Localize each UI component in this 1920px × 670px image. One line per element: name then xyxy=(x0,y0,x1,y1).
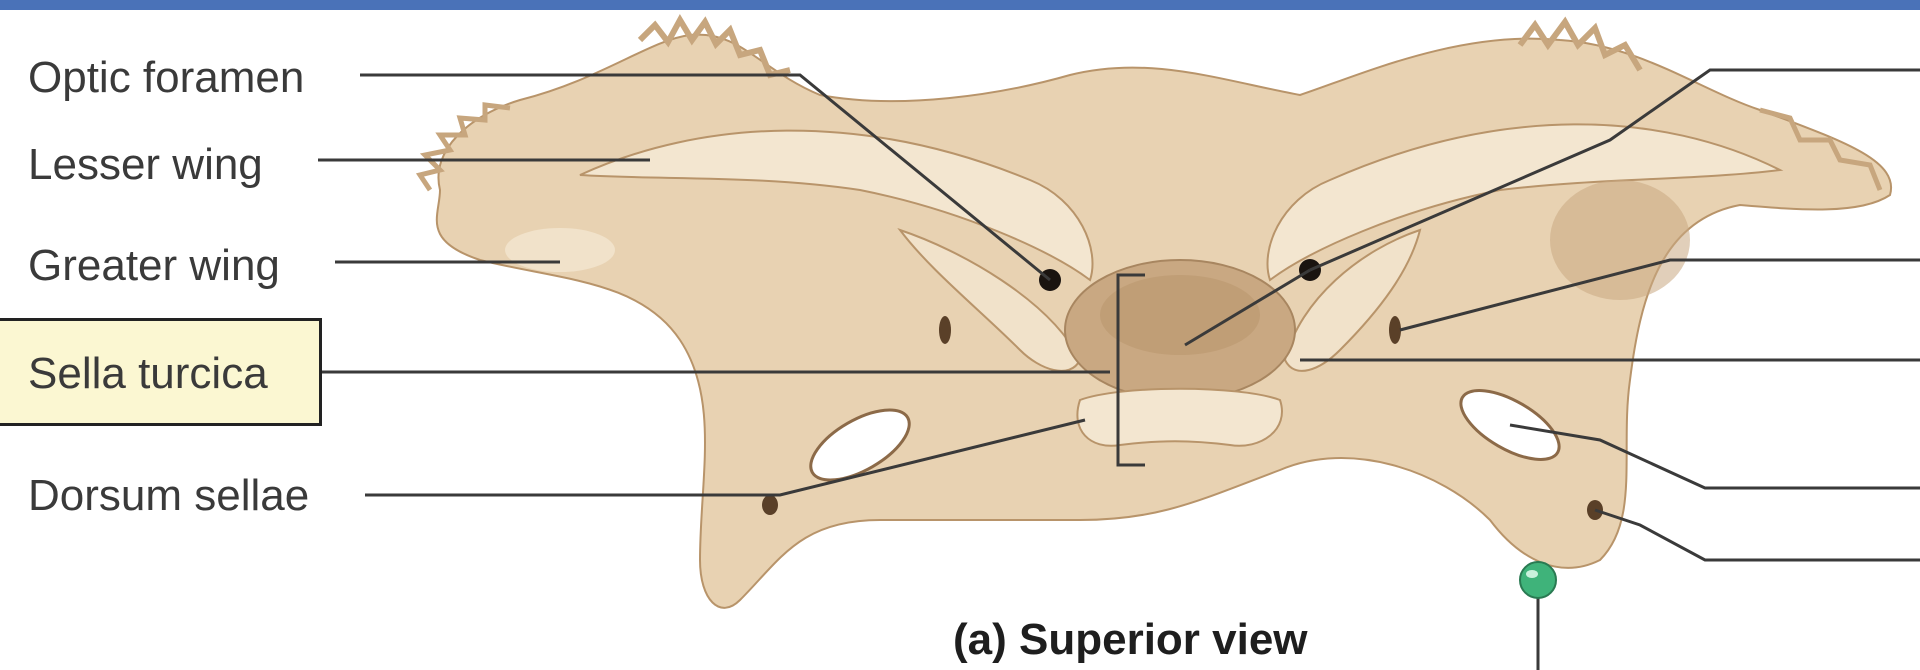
label-sella-turcica: Sella turcica xyxy=(28,352,268,396)
label-lesser-wing: Lesser wing xyxy=(28,143,263,187)
label-optic-foramen: Optic foramen xyxy=(28,56,304,100)
label-dorsum-sellae: Dorsum sellae xyxy=(28,474,309,518)
leader-right-5 xyxy=(1595,510,1920,560)
dorsum-sellae-shape xyxy=(1077,389,1282,446)
label-greater-wing: Greater wing xyxy=(28,244,280,288)
figure-caption: (a) Superior view xyxy=(953,618,1308,662)
green-pin-marker-icon xyxy=(1520,562,1556,598)
